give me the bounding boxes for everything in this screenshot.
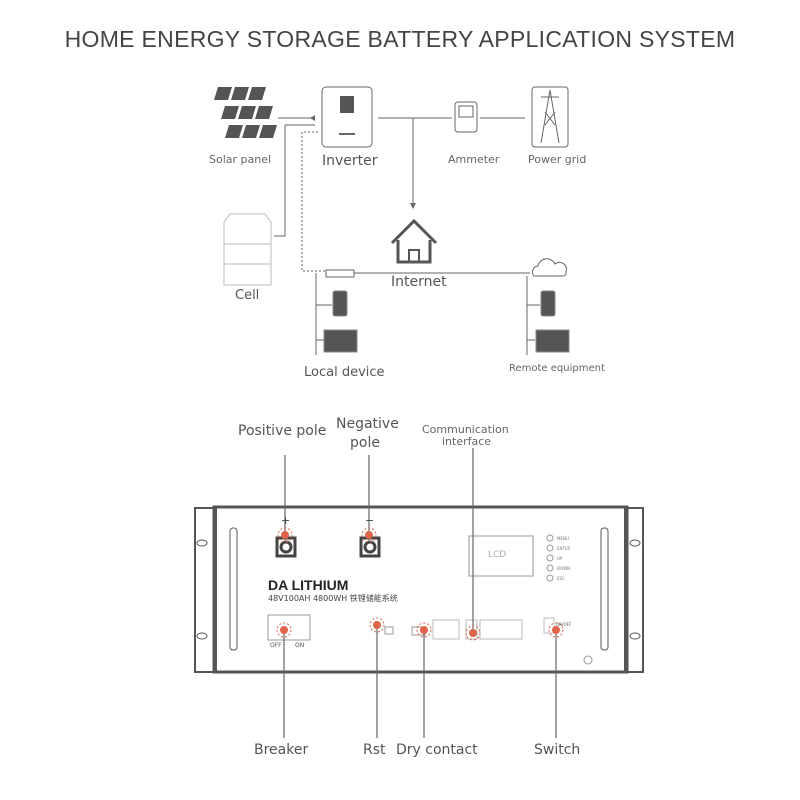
down-button[interactable]: DOWN	[557, 566, 571, 571]
lcd-label: LCD	[488, 550, 507, 560]
power-grid-label: Power grid	[528, 153, 587, 166]
positive-terminal-icon	[275, 536, 297, 558]
breaker-switch	[267, 614, 311, 641]
brand-logo: DA LITHIUM	[268, 577, 349, 593]
remote-phone-icon	[540, 290, 556, 317]
local-monitor-icon	[323, 329, 358, 353]
power-switch	[543, 617, 555, 634]
page-title: HOME ENERGY STORAGE BATTERY APPLICATION …	[64, 26, 736, 52]
enter-button[interactable]: ENTER	[557, 546, 571, 551]
power-grid-icon	[531, 86, 569, 148]
cell-line	[274, 125, 286, 237]
cloud-icon	[531, 258, 567, 277]
battery-front-panel	[194, 505, 644, 674]
breaker-label: Breaker	[254, 742, 309, 758]
lcd-screen	[468, 535, 534, 577]
inverter-label: Inverter	[322, 153, 378, 169]
ammeter-icon	[454, 101, 478, 133]
negative-terminal-icon	[359, 536, 381, 558]
model-text: 48V100AH 4800WH 铁锂储能系统	[268, 594, 398, 603]
internet-label: Internet	[391, 274, 447, 290]
callout-markers	[280, 531, 560, 637]
remote-equipment-label: Remote equipment	[509, 363, 605, 374]
communication-label-line2: interface	[442, 435, 492, 448]
dry-contact-label: Dry contact	[396, 742, 478, 758]
negative-pole-label-line2: pole	[350, 435, 380, 451]
positive-pole-label: Positive pole	[238, 423, 327, 439]
rst-label: Rst	[363, 742, 386, 758]
remote-monitor-icon	[535, 329, 570, 353]
cell-icon	[223, 213, 272, 286]
solar-panel-label: Solar panel	[209, 153, 272, 166]
ammeter-label: Ammeter	[448, 153, 500, 166]
breaker-on-label: ON	[295, 642, 305, 649]
solar-panel-icon	[214, 87, 277, 138]
switch-label: Switch	[534, 742, 581, 758]
house-icon	[390, 218, 438, 264]
negative-pole-label-line1: Negative	[336, 416, 399, 432]
menu-button[interactable]: MENU	[557, 536, 569, 541]
plus-sign: +	[281, 514, 291, 527]
local-phone-icon	[332, 290, 348, 317]
communication-label-line1: Communication	[422, 423, 509, 436]
local-device-label: Local device	[304, 365, 385, 380]
minus-sign: −	[365, 514, 375, 527]
up-button[interactable]: UP	[557, 556, 563, 561]
inverter-icon	[321, 86, 373, 148]
router-icon	[325, 269, 355, 278]
switch-on-off-label: ON/OFF	[556, 622, 572, 627]
esc-button[interactable]: ESC	[557, 576, 565, 581]
button-labels: MENU ENTER UP DOWN ESC	[557, 534, 570, 584]
breaker-off-label: OFF	[270, 642, 282, 649]
cell-label: Cell	[235, 288, 260, 303]
